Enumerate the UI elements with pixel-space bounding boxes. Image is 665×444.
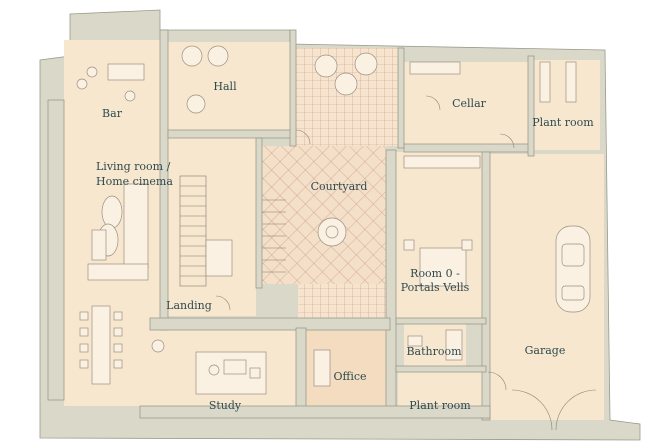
label-study: Study	[209, 399, 242, 412]
car	[555, 225, 591, 313]
label-living-room-2: Home cinema	[96, 175, 173, 188]
label-office: Office	[333, 370, 366, 383]
hall-furniture	[181, 45, 229, 114]
floor-cellar	[404, 62, 528, 144]
bathroom-fixtures	[407, 329, 463, 361]
cellar-fixtures	[403, 61, 577, 169]
interior-walls	[47, 29, 535, 421]
label-room-0-1: Room 0 -	[410, 267, 460, 280]
floor-landing	[164, 138, 256, 316]
label-cellar: Cellar	[452, 97, 487, 110]
courtyard-furniture	[314, 52, 378, 247]
living-furniture	[87, 183, 149, 281]
floor-courtyard-lower	[298, 284, 386, 324]
room-labels: Bar Hall Cellar Plant room Living room /…	[96, 80, 594, 412]
dining-table	[79, 305, 123, 385]
doors	[215, 95, 597, 431]
label-landing: Landing	[166, 299, 212, 312]
floor-courtyard	[256, 146, 386, 284]
label-hall: Hall	[213, 80, 237, 93]
stairs	[179, 175, 286, 287]
label-plant-room-bottom: Plant room	[409, 399, 471, 412]
label-garage: Garage	[525, 344, 566, 357]
label-room-0-2: Portals Vells	[401, 281, 470, 294]
study-furniture	[151, 339, 267, 395]
room-0-furniture	[403, 239, 473, 287]
label-living-room-1: Living room /	[96, 160, 171, 173]
label-plant-room-top: Plant room	[532, 116, 594, 129]
label-courtyard: Courtyard	[311, 180, 368, 193]
bar-furniture	[76, 63, 145, 102]
floor-courtyard-upper	[292, 48, 398, 146]
label-bathroom: Bathroom	[406, 345, 462, 358]
label-bar: Bar	[102, 107, 123, 120]
office-furniture	[313, 349, 331, 387]
